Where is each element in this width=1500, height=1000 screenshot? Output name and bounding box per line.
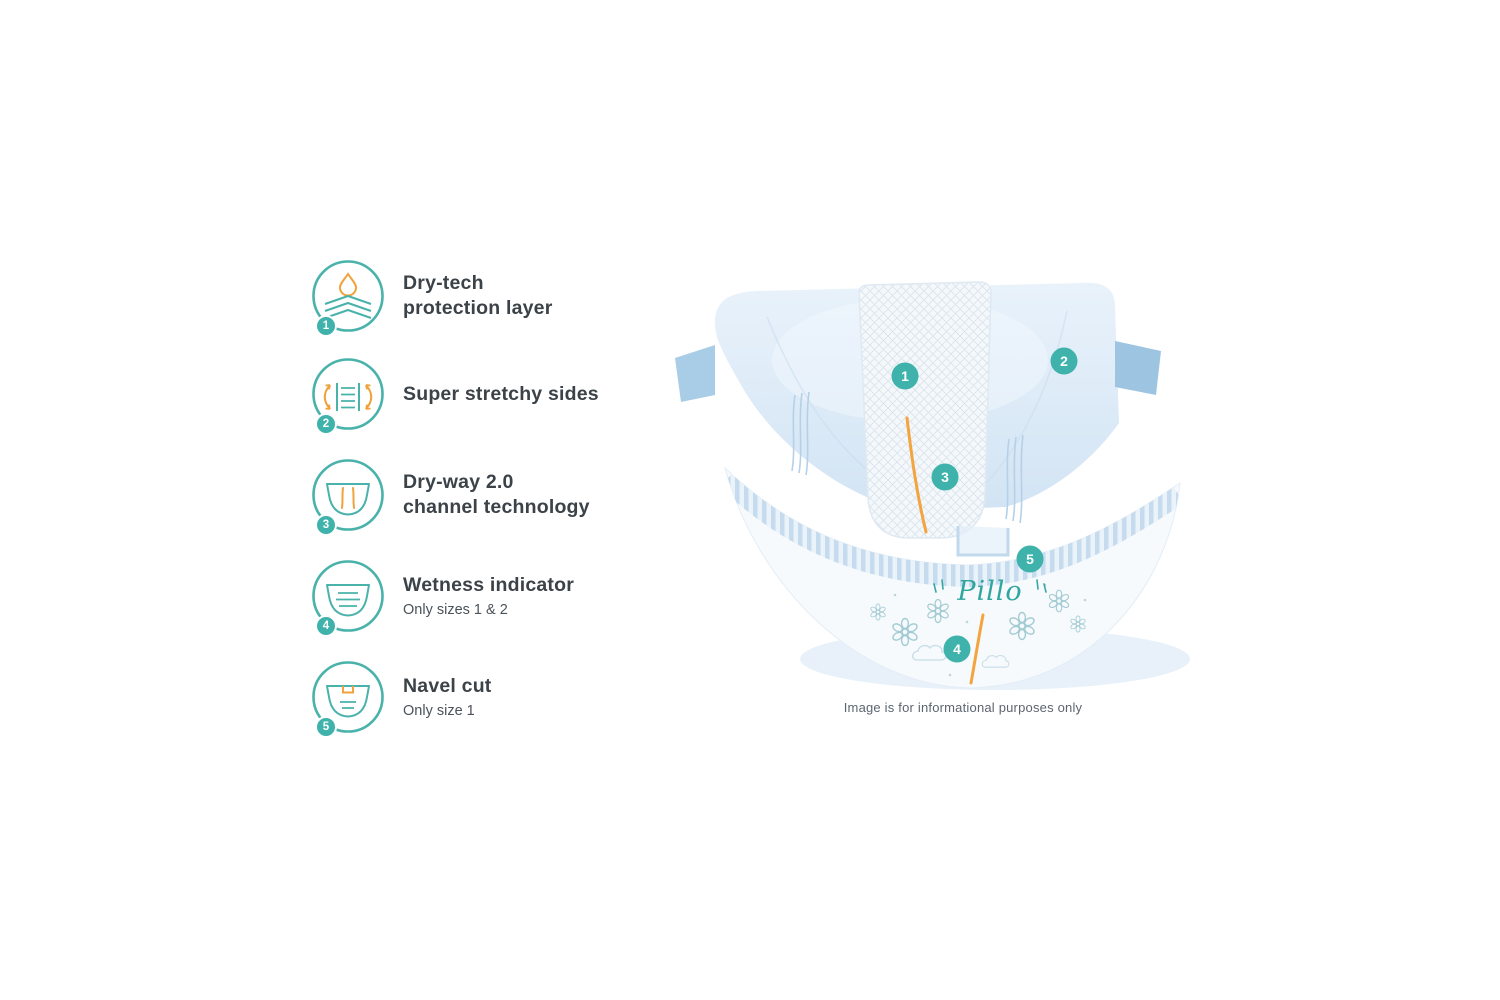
wetness-indicator-line (969, 613, 985, 685)
channel-indicator-line (905, 416, 928, 534)
left-fastener-tab (675, 345, 715, 402)
diagram-marker-2: 2 (1050, 347, 1078, 375)
navel-cut-bracket (956, 526, 1010, 557)
brand-logo-text: Pillo (956, 576, 1022, 607)
feature-number-badge: 1 (315, 315, 337, 337)
wetness-indicator-icon: 4 (311, 559, 385, 637)
feature-stretchy-sides: 2 Super stretchy sides (311, 357, 618, 435)
feature-channel-technology: 3 Dry-way 2.0 channel technology (311, 458, 618, 536)
feature-number-badge: 4 (315, 615, 337, 637)
feature-number-badge: 5 (315, 716, 337, 738)
feature-number-badge: 3 (315, 514, 337, 536)
svg-text:5: 5 (1026, 551, 1034, 567)
feature-title: Dry-tech protection layer (403, 272, 553, 319)
brand-logo: Pillo (933, 576, 1047, 607)
right-fastener-tab (1115, 341, 1161, 395)
feature-subtitle: Only sizes 1 & 2 (403, 601, 508, 618)
disclaimer-caption: Image is for informational purposes only (843, 700, 1083, 715)
feature-title: Super stretchy sides (403, 382, 599, 405)
absorbent-pad (858, 281, 992, 539)
leg-ruffles (791, 391, 1024, 524)
feature-title: Navel cut (403, 674, 492, 697)
svg-text:3: 3 (941, 469, 949, 485)
front-print-decoration (869, 583, 1087, 677)
feature-dry-tech: 1 Dry-tech protection layer (311, 259, 618, 337)
feature-number-badge: 2 (315, 413, 337, 435)
diagram-marker-1: 1 (891, 362, 919, 390)
diaper-illustration: Pillo 1 2 3 5 4 (645, 255, 1205, 725)
svg-text:1: 1 (901, 368, 909, 384)
feature-subtitle: Only size 1 (403, 702, 475, 719)
diagram-marker-4: 4 (943, 635, 971, 663)
feature-title: Dry-way 2.0 channel technology (403, 471, 590, 518)
feature-navel-cut: 5 Navel cut Only size 1 (311, 660, 618, 738)
dry-way-channel-icon: 3 (311, 458, 385, 536)
navel-cut-icon: 5 (311, 660, 385, 738)
super-stretchy-sides-icon: 2 (311, 357, 385, 435)
svg-text:4: 4 (953, 641, 961, 657)
diagram-marker-3: 3 (931, 463, 959, 491)
svg-text:2: 2 (1060, 353, 1068, 369)
diagram-marker-5: 5 (1016, 545, 1044, 573)
feature-wetness-indicator: 4 Wetness indicator Only sizes 1 & 2 (311, 559, 618, 637)
feature-title: Wetness indicator (403, 573, 574, 596)
diaper-front-panel (724, 467, 1181, 689)
dry-tech-layer-icon: 1 (311, 259, 385, 337)
